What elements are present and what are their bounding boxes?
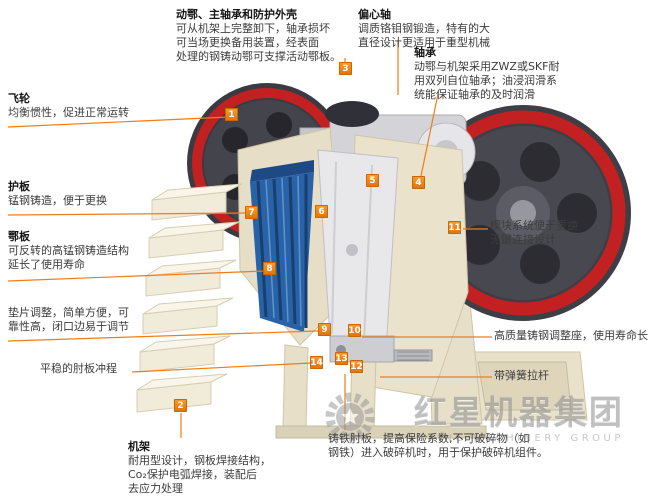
label-frame: 机架 耐用型设计，钢板焊接结构， Co₂保护电弧焊接，装配后 去应力处理 <box>128 440 338 496</box>
label-toggle-plate: 铸铁肘板，提高保险系数,不可破碎物（如 钢铁）进入破碎机时，用于保护破碎机组件。 <box>328 432 568 460</box>
label-moving-jaw-title: 动鄂、主轴承和防护外壳 <box>176 8 297 21</box>
label-frame-desc: 耐用型设计，钢板焊接结构， Co₂保护电弧焊接，装配后 去应力处理 <box>128 454 271 495</box>
label-adjust-seat: 高质量铸钢调整座，使用寿命长 <box>494 329 659 343</box>
marker-13: 13 <box>335 352 348 365</box>
label-eccentric-shaft-desc: 调质铬钼钢锻造，特有的大 直径设计更适用于重型机械 <box>358 22 490 49</box>
marker-12: 12 <box>350 360 363 373</box>
label-moving-jaw-desc: 可从机架上完整卸下，轴承损坏 可当场更换备用装置，经表面 处理的钢铸动鄂可支撑活… <box>176 22 341 63</box>
label-eccentric-shaft: 偏心轴 调质铬钼钢锻造，特有的大 直径设计更适用于重型机械 <box>358 8 538 50</box>
marker-5: 5 <box>366 174 379 187</box>
label-guard-plate-desc: 锰钢铸造，便于更换 <box>8 194 107 207</box>
watermark-company-name: 红星机器集团 <box>413 392 624 432</box>
label-adjust-seat-desc: 高质量铸钢调整座，使用寿命长 <box>494 329 648 342</box>
machine-base <box>427 299 588 425</box>
label-shim-adjust: 垫片调整，简单方便，可 靠性高，闭口边易于调节 <box>8 306 188 334</box>
label-shim-adjust-desc: 垫片调整，简单方便，可 靠性高，闭口边易于调节 <box>8 306 129 333</box>
label-bearing-title: 轴承 <box>414 46 436 59</box>
label-bearing: 轴承 动鄂与机架采用ZWZ或SKF耐 用双列自位轴承；油浸润滑系 统能保证轴承的… <box>414 46 614 102</box>
label-bearing-desc: 动鄂与机架采用ZWZ或SKF耐 用双列自位轴承；油浸润滑系 统能保证轴承的及时润… <box>414 60 560 101</box>
marker-11: 11 <box>448 221 461 234</box>
label-toggle-stroke-desc: 平稳的肘板冲程 <box>40 362 117 375</box>
label-toggle-stroke: 平稳的肘板冲程 <box>40 362 200 376</box>
label-wedge-system-desc: 楔块系统便于更换 无键连接设计 <box>490 219 578 246</box>
marker-6: 6 <box>315 205 328 218</box>
label-flywheel: 飞轮 均衡惯性，促进正常运转 <box>8 92 178 120</box>
marker-7: 7 <box>245 206 258 219</box>
label-eccentric-shaft-title: 偏心轴 <box>358 8 391 21</box>
label-moving-jaw: 动鄂、主轴承和防护外壳 可从机架上完整卸下，轴承损坏 可当场更换备用装置，经表面… <box>176 8 372 64</box>
label-jaw-plate-desc: 可反转的高锰钢铸造结构 延长了使用寿命 <box>8 244 129 271</box>
watermark: 红星机器集团 HONGXING MACHINERY GROUP <box>323 390 624 448</box>
jaw-plate-blue <box>250 160 314 332</box>
label-spring-rod-desc: 带弹簧拉杆 <box>494 369 549 382</box>
label-flywheel-desc: 均衡惯性，促进正常运转 <box>8 106 129 119</box>
marker-9: 9 <box>318 323 331 336</box>
gear-star-logo-icon <box>323 390 377 448</box>
label-jaw-plate: 鄂板 可反转的高锰钢铸造结构 延长了使用寿命 <box>8 230 188 272</box>
label-toggle-plate-desc: 铸铁肘板，提高保险系数,不可破碎物（如 钢铁）进入破碎机时，用于保护破碎机组件。 <box>328 432 548 459</box>
label-flywheel-title: 飞轮 <box>8 92 30 105</box>
label-wedge-system: 楔块系统便于更换 无键连接设计 <box>490 219 655 247</box>
marker-10: 10 <box>348 324 361 337</box>
watermark-company-name-en: HONGXING MACHINERY GROUP <box>383 432 624 444</box>
marker-8: 8 <box>263 262 276 275</box>
label-guard-plate-title: 护板 <box>8 180 30 193</box>
marker-1: 1 <box>225 108 238 121</box>
label-frame-title: 机架 <box>128 440 150 453</box>
label-jaw-plate-title: 鄂板 <box>8 230 30 243</box>
marker-14: 14 <box>310 356 323 369</box>
label-guard-plate: 护板 锰钢铸造，便于更换 <box>8 180 168 208</box>
moving-jaw <box>317 149 399 351</box>
marker-3: 3 <box>339 62 352 75</box>
marker-2: 2 <box>174 399 187 412</box>
label-spring-rod: 带弹簧拉杆 <box>494 369 654 383</box>
marker-4: 4 <box>412 176 425 189</box>
